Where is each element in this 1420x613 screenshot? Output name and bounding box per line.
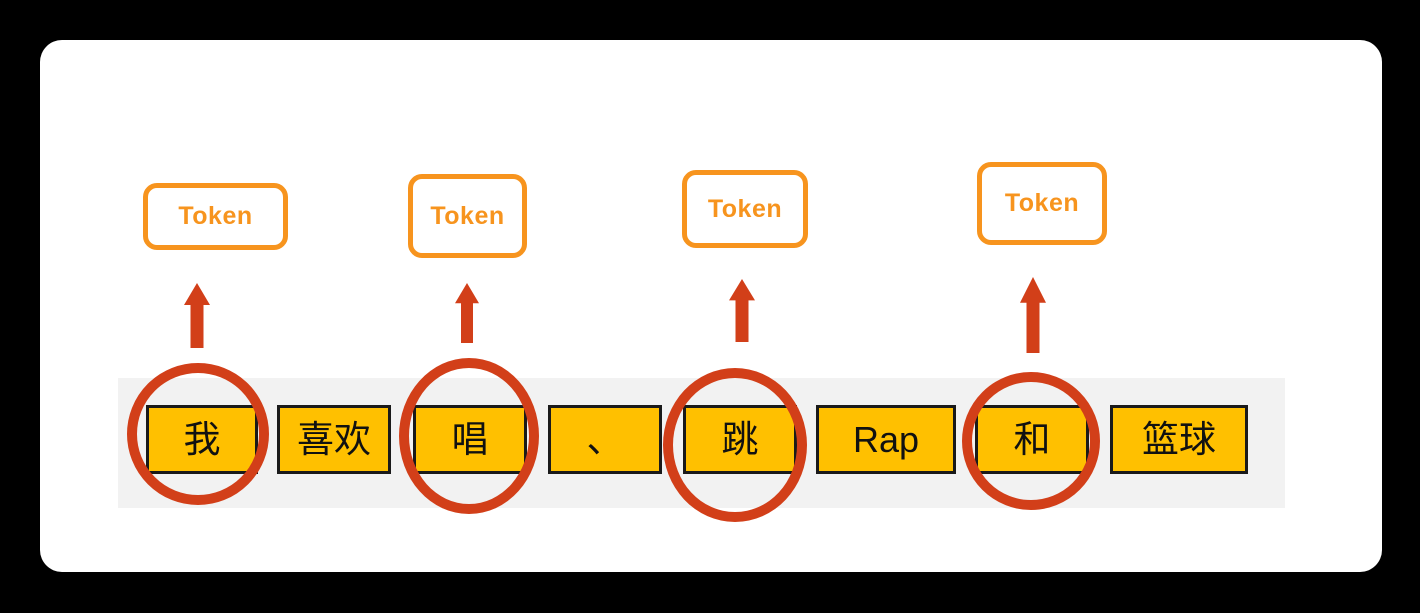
up-arrow-icon [455, 283, 479, 343]
sentence-token-text: 喜欢 [297, 418, 371, 461]
sentence-token-chip: 篮球 [1110, 405, 1248, 474]
up-arrow-icon [729, 279, 755, 342]
sentence-token-chip: Rap [816, 405, 956, 474]
token-label: Token [178, 202, 253, 230]
sentence-token-text: 篮球 [1142, 418, 1216, 461]
up-arrow-icon [1020, 277, 1046, 353]
sentence-token-text: Rap [852, 418, 920, 460]
token-label-box: Token [143, 183, 288, 250]
token-label: Token [707, 194, 783, 223]
token-label-box: Token [977, 162, 1107, 245]
token-label: Token [1004, 189, 1080, 217]
sentence-token-text: 、 [586, 418, 624, 461]
highlight-circle [127, 363, 269, 505]
highlight-circle [962, 372, 1100, 510]
highlight-circle [399, 358, 539, 514]
token-label: Token [430, 201, 505, 230]
sentence-token-chip: 、 [548, 405, 662, 474]
highlight-circle [663, 368, 807, 522]
token-label-box: Token [682, 170, 808, 248]
token-label-box: Token [408, 174, 527, 258]
up-arrow-icon [184, 283, 210, 348]
sentence-token-chip: 喜欢 [277, 405, 391, 474]
